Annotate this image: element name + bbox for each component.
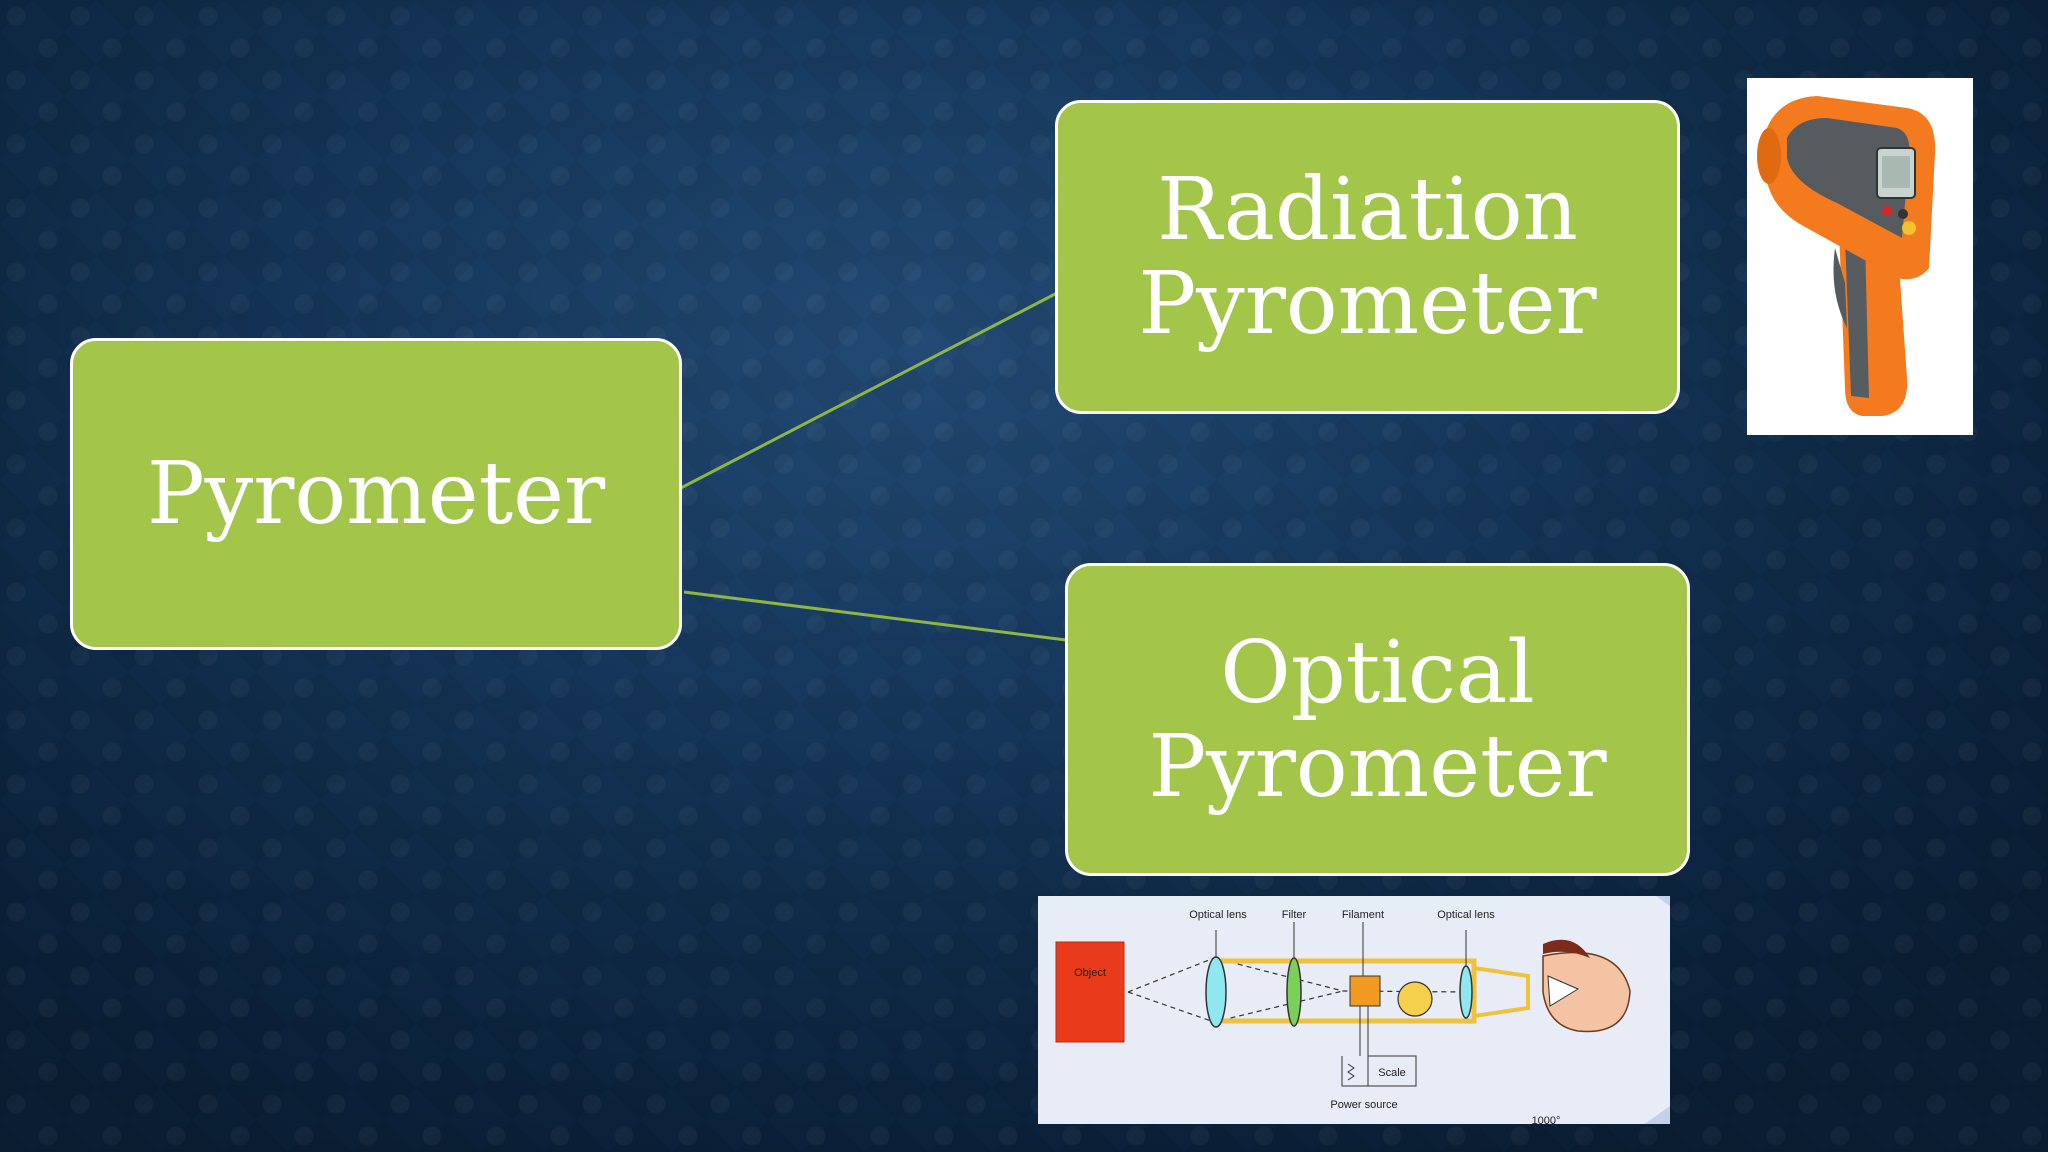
connector-root-to-radiation [676,291,1058,492]
filter-label: Filter [1282,909,1307,921]
pyrometer-node: Pyrometer [70,338,682,650]
pyrometer-node-label: Pyrometer [146,444,606,544]
infrared-thermometer-icon [1757,96,1936,416]
optical-pyrometer-schematic: Object Optical lens Filter Filament Opti… [1038,896,1670,1124]
reading-label: 1000° [1532,1115,1561,1124]
optical-lens-label-2: Optical lens [1437,909,1495,921]
connector-root-to-optical [683,590,1067,642]
optical-lens-label-1: Optical lens [1189,909,1247,921]
optical-pyrometer-node: Optical Pyrometer [1065,563,1690,876]
scale-label: Scale [1378,1067,1406,1079]
radiation-pyrometer-node-label: Radiation Pyrometer [1138,160,1597,354]
filament-label: Filament [1342,909,1384,921]
optical-pyrometer-node-label: Optical Pyrometer [1148,622,1607,817]
optical-pyrometer-schematic-image: Object Optical lens Filter Filament Opti… [1038,896,1670,1124]
infrared-thermometer-image [1747,78,1973,435]
radiation-pyrometer-node: Radiation Pyrometer [1055,100,1680,414]
power-source-label: Power source [1330,1099,1397,1111]
object-label: Object [1074,967,1106,979]
